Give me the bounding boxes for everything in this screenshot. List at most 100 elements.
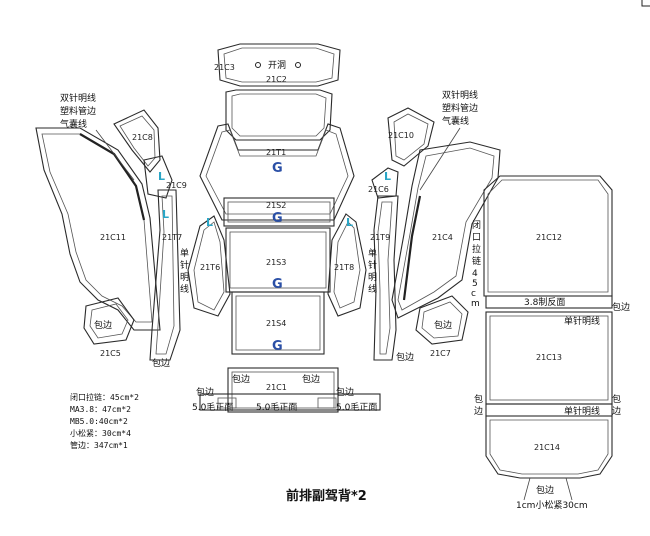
grain-mark-s3: G: [272, 277, 283, 292]
open-hole-label: 开洞: [268, 60, 286, 71]
label-21c10: 21C10: [388, 131, 414, 140]
label-21c5: 21C5: [100, 349, 121, 358]
label-21t7: 21T7: [162, 233, 182, 242]
label-21c4: 21C4: [432, 233, 453, 242]
note-5: 管边：347cm*1: [70, 440, 128, 450]
left-stitch-1: 双针明线: [60, 92, 96, 104]
elastic-label: 1cm小松紧30cm: [516, 499, 588, 511]
label-21c3: 21C3: [214, 63, 235, 72]
note-4: 小松紧：30cm*4: [70, 428, 131, 438]
single-needle-right-3: 明: [368, 272, 377, 283]
single-needle-right-4: 线: [368, 283, 377, 295]
zipper-4: 链: [472, 255, 481, 267]
note-2: MA3.8：47cm*2: [70, 405, 131, 414]
label-21c12: 21C12: [536, 233, 562, 242]
label-21c8: 21C8: [132, 133, 153, 142]
single-needle-left-4: 线: [180, 283, 189, 295]
wrap-edge-c1-right: 包边: [302, 373, 320, 385]
l-mark-c6: L: [384, 170, 391, 183]
wrap-edge-c14: 包边: [536, 484, 554, 496]
label-21t9: 21T9: [370, 233, 390, 242]
wrap-edge-c5: 包边: [94, 319, 112, 331]
wrap-edge-c13-left-1: 包: [474, 393, 483, 405]
mb-face-right: 5.0毛正面: [336, 401, 377, 413]
piece-21c12: [483, 175, 613, 297]
label-21t6: 21T6: [200, 263, 220, 272]
piece-21c7: [415, 295, 469, 345]
label-21c14: 21C14: [534, 443, 560, 452]
label-21c9: 21C9: [166, 181, 187, 190]
l-mark-c9: L: [158, 170, 165, 183]
corner-mark: [641, 0, 650, 7]
piece-21t1-top: [225, 89, 333, 141]
label-21s2: 21S2: [266, 201, 286, 210]
zipper-6: 5: [472, 279, 478, 289]
label-21s4: 21S4: [266, 319, 286, 328]
left-stitch-3: 气囊线: [60, 118, 87, 130]
l-mark-t8: L: [346, 216, 353, 229]
wrap-edge-c13-right-1: 包: [612, 393, 621, 405]
zipper-2: 口: [472, 233, 481, 243]
grain-mark-t1: G: [272, 161, 283, 176]
label-21t8: 21T8: [334, 263, 354, 272]
note-1: 闭口拉链：45cm*2: [70, 392, 139, 402]
wrap-edge-c13-left-2: 边: [474, 406, 483, 417]
wrap-edge-c13-right-2: 边: [612, 406, 621, 417]
wrap-edge-c7: 包边: [434, 319, 452, 331]
piece-21c9: [143, 155, 173, 199]
piece-21c4: [391, 141, 501, 319]
right-stitch-3: 气囊线: [442, 115, 469, 127]
piece-21c11: [35, 127, 161, 331]
piece-21c14: [485, 415, 613, 501]
piece-21t7: [149, 189, 181, 361]
l-mark-t7: L: [162, 208, 169, 221]
piece-21s4: [231, 291, 325, 355]
note-3: MB5.0:40cm*2: [70, 417, 128, 426]
zipper-5: 4: [472, 269, 478, 279]
l-mark-t6: L: [206, 216, 213, 229]
left-stitch-2: 塑料管边: [60, 105, 96, 117]
piece-21t8: [327, 213, 367, 317]
single-needle-right-2: 针: [368, 259, 377, 271]
piece-21c10: [387, 107, 435, 167]
grain-mark-s4: G: [272, 339, 283, 354]
single-needle-left-2: 针: [180, 259, 189, 271]
label-21s3: 21S3: [266, 258, 286, 267]
piece-21c1: [199, 367, 381, 413]
zipper-8: m: [471, 299, 480, 309]
wrap-edge-right-bottom: 包边: [396, 351, 414, 363]
piece-21t9: [373, 195, 399, 361]
piece-21s2: [223, 197, 335, 227]
single-needle-left-3: 明: [180, 272, 189, 283]
label-21c2: 21C2: [266, 75, 287, 84]
label-21c1: 21C1: [266, 383, 287, 392]
single-needle-right-1: 单: [368, 247, 377, 259]
label-21c7: 21C7: [430, 349, 451, 358]
zipper-7: c: [471, 289, 476, 299]
single-needle-left-1: 单: [180, 247, 189, 259]
label-21c13: 21C13: [536, 353, 562, 362]
piece-21c6: [371, 167, 399, 199]
mb-face-left: 5.0毛正面: [192, 401, 233, 413]
label-21t1: 21T1: [266, 148, 286, 157]
label-21c6: 21C6: [368, 185, 389, 194]
piece-21c5: [83, 297, 135, 345]
diagram-title: 前排副驾背*2: [286, 488, 367, 504]
right-stitch-2: 塑料管边: [442, 102, 478, 114]
wrap-edge-c12: 包边: [612, 301, 630, 313]
mb-face-center: 5.0毛正面: [256, 401, 297, 413]
zipper-3: 拉: [472, 243, 481, 255]
wrap-edge-c1-outer-right: 包边: [336, 386, 354, 398]
wrap-edge-c1-outer-left: 包边: [196, 386, 214, 398]
right-stitch-1: 双针明线: [442, 89, 478, 101]
notes-block: 闭口拉链：45cm*2 MA3.8：47cm*2 MB5.0:40cm*2 小松…: [70, 392, 139, 450]
piece-21c3: [217, 43, 341, 87]
single-needle-bottom-label: 单针明线: [564, 405, 600, 417]
wrap-edge-c1-left: 包边: [232, 373, 250, 385]
label-21c11: 21C11: [100, 233, 126, 242]
single-needle-c13-top: 单针明线: [564, 315, 600, 327]
reverse-label: 3.8制反面: [524, 296, 565, 308]
piece-21t6: [187, 215, 231, 317]
